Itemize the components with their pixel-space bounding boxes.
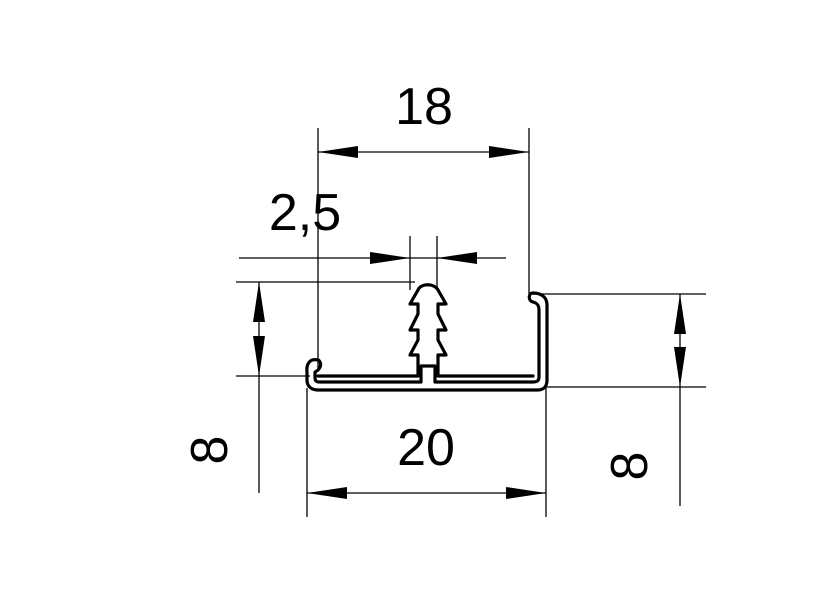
dimension-label-right-8: 8 bbox=[601, 452, 659, 481]
profile-outline bbox=[305, 283, 549, 392]
dimension-label-left-8: 8 bbox=[181, 436, 239, 465]
dimension-right-height: 8 bbox=[601, 294, 686, 506]
dimension-tooth-width: 2,5 bbox=[269, 184, 477, 264]
dimension-label-18: 18 bbox=[395, 78, 453, 136]
dimension-top-width: 18 bbox=[318, 78, 529, 158]
dimension-label-2-5: 2,5 bbox=[269, 184, 341, 242]
dimension-bottom-width: 20 bbox=[307, 419, 546, 499]
dimension-label-20: 20 bbox=[397, 419, 455, 477]
dimension-left-height: 8 bbox=[181, 282, 265, 493]
